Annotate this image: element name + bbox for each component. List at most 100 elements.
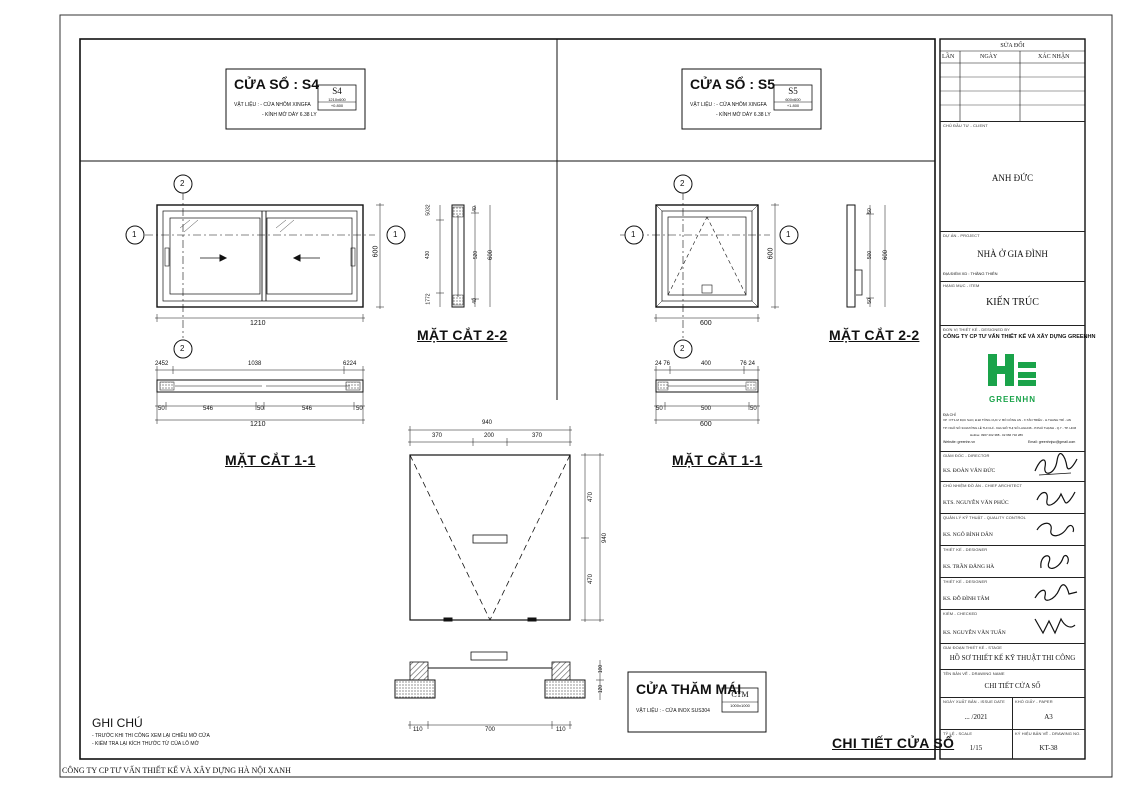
project-location: ĐỊA ĐIỂM XD : THĂNG THIÊN [943,271,998,276]
s4-material-1: VẬT LIỆU : - CỬA NHÔM XINGFA [234,102,311,108]
s5-title: CỬA SỔ : S5 [690,76,775,92]
signer-role: THIẾT KẾ - DESIGNER [943,579,988,584]
revision-table: SỬA ĐỔI LẦN NGÀY XÁC NHẬN [940,39,1085,122]
signer-name: KS. ĐỖ ĐÌNH TÂM [943,596,990,602]
website: Website: greenhn.vn [943,440,976,444]
sheet-title: CHI TIẾT CỬA SỔ [832,735,955,751]
signer-role: KIỂM - CHECKED [943,611,978,616]
signer-role: GIÁM ĐỐC - DIRECTOR [943,453,990,458]
s4-s22-overall: 600 [488,249,495,261]
s4-s11-overall: 1210 [250,421,266,428]
s4-s11-b1: 50 [158,406,165,412]
greenhn-logo-icon [988,354,1036,386]
s5-s11-b1: 50 [656,406,663,412]
revision-col-1: LẦN [942,54,955,60]
s4-tag-size: 1210x600 [328,97,346,102]
hatch-title: CỬA THĂM MÁI [636,681,742,697]
drawing-name-cell: TÊN BẢN VẼ - DRAWING NAME CHI TIẾT CỬA S… [940,669,1085,698]
signer-row: CHỦ NHIỆM ĐỒ ÁN - CHIEF ARCHITECT KTS. N… [940,481,1085,514]
stage-value: HỒ SƠ THIẾT KẾ KỸ THUẬT THI CÔNG [949,654,1076,662]
hatch-top-d1: 370 [432,433,443,439]
notes-line-1: - TRƯỚC KHI THI CÔNG XEM LẠI CHIỀU MỞ CỬ… [92,733,210,739]
paper-value: A3 [1044,713,1053,721]
s4-tag-code: S4 [332,86,342,96]
date-label: NGÀY XUẤT BẢN - ISSUE DATE [943,699,1005,704]
revision-title: SỬA ĐỔI [1000,43,1025,49]
marker-1-c: 1 [631,230,636,239]
s4-s11-seg-3: 6224 [343,361,357,367]
hatch-sec-b2: 700 [485,727,496,733]
s4-elevation [145,192,384,338]
signer-name: KS. NGÔ BÌNH DÂN [943,532,993,538]
s5-section-1-1 [654,366,760,424]
s5-s11-seg-3: 76 24 [740,361,756,367]
revision-grid [940,50,1085,121]
s5-elevation [620,192,779,338]
address-label: ĐỊA CHỈ [943,413,956,417]
hatch-right-overall: 940 [602,532,609,544]
hatch-section [394,651,604,729]
signature-icon [1034,584,1078,601]
signature-icon [1034,453,1078,476]
s5-s11-title: MẶT CẮT 1-1 [672,452,763,468]
hatch-sec-r1: 100 [598,664,605,674]
s5-material-1: VẬT LIỆU : - CỬA NHÔM XINGFA [690,102,767,108]
signer-row: QUẢN LÝ KỸ THUẬT - QUALITY CONTROL KS. N… [940,513,1085,546]
project-label: DỰ ÁN - PROJECT [943,233,980,238]
date-value: ... /2021 [964,713,988,721]
s4-s22-r2: 520 [473,250,480,260]
s4-s11-seg-2: 1038 [248,361,262,367]
s4-section-2-2 [436,204,491,308]
address-line-2: TP: NGÕ SỐ 34 ĐƯỜNG LÊ THI CHỈ - KHU ĐÔ … [943,426,1077,430]
hatch-material: VẬT LIỆU : - CỬA INOX SUS304 [636,708,710,714]
s4-s11-b4: 546 [302,406,313,412]
drawing-no-value: KT-38 [1039,744,1058,752]
discipline-value: KIẾN TRÚC [986,297,1039,308]
hatch-top-d2: 200 [484,433,495,439]
drawing-no-cell: KÝ HIỆU BẢN VẼ - DRAWING No. KT-38 [1012,729,1085,759]
s4-s22-r3: 40 [471,298,478,304]
hatch-right-d1: 470 [588,491,595,503]
paper-label: KHỔ GIẤY - PAPER [1015,699,1053,704]
signer-row: THIẾT KẾ - DESIGNER KS. TRẦN ĐĂNG HÀ [940,545,1085,578]
drawing-no-label: KÝ HIỆU BẢN VẼ - DRAWING No. [1015,731,1081,736]
scale-label: TỶ LỆ - SCALE [943,731,973,736]
project-cell: DỰ ÁN - PROJECT NHÀ Ở GIA ĐÌNH ĐỊA ĐIỂM … [940,231,1085,282]
signer-row: GIÁM ĐỐC - DIRECTOR KS. ĐOÀN VĂN ĐỨC [940,451,1085,482]
stage-cell: GIAI ĐOẠN THIẾT KẾ - STAGE HỒ SƠ THIẾT K… [940,643,1085,670]
owner-cell: CHỦ ĐẦU TƯ - CLIENT ANH ĐỨC [940,121,1085,232]
s5-width-dim: 600 [700,320,712,327]
s4-s11-title: MẶT CẮT 1-1 [225,452,316,468]
s4-width-dim: 1210 [250,320,266,327]
designer-label: ĐƠN VỊ THIẾT KẾ - DESIGNED BY [943,327,1010,332]
s5-tag-extra: +1.800 [786,103,800,108]
s4-title: CỬA SỔ : S4 [234,76,319,92]
notes-line-2: - KIỂM TRA LẠI KÍCH THƯỚC TỪ CỦA LỖ MỞ [92,741,199,747]
marker-2-d: 2 [680,344,685,353]
hatch-top-overall: 940 [482,420,493,426]
owner-label: CHỦ ĐẦU TƯ - CLIENT [943,123,988,128]
s5-s11-seg-2: 400 [701,361,712,367]
marker-2-a: 2 [180,179,185,188]
hatch-plan [408,426,604,622]
signer-row: THIẾT KẾ - DESIGNER KS. ĐỖ ĐÌNH TÂM [940,577,1085,610]
stage-label: GIAI ĐOẠN THIẾT KẾ - STAGE [943,645,1003,650]
scale-value: 1/15 [969,744,983,752]
signer-role: THIẾT KẾ - DESIGNER [943,547,988,552]
s4-s11-b3: 50 [257,406,264,412]
s4-tag-extra: +0.800 [330,103,344,108]
address-line: VP : P.T1-M DỤC SAO, Đ.ĐI TỔNG CỤC V. BÓ… [943,418,1071,422]
s4-section-1-1 [155,366,365,424]
discipline-cell: HẠNG MỤC - ITEM KIẾN TRÚC [940,281,1085,326]
date-paper-row: NGÀY XUẤT BẢN - ISSUE DATE ... /2021 KHỔ… [940,697,1085,730]
signature-icon [1036,522,1075,537]
s4-s22-title: MẶT CẮT 2-2 [417,327,508,343]
s5-tag-code: S5 [788,86,798,96]
signature-icon [1036,491,1076,506]
s5-s22-title: MẶT CẮT 2-2 [829,327,920,343]
s4-s22-l3: 1772 [425,293,432,305]
s5-tag-size: 600x600 [785,97,801,102]
marker-2-c: 2 [680,179,685,188]
scale-cell: TỶ LỆ - SCALE 1/15 [940,729,1013,759]
